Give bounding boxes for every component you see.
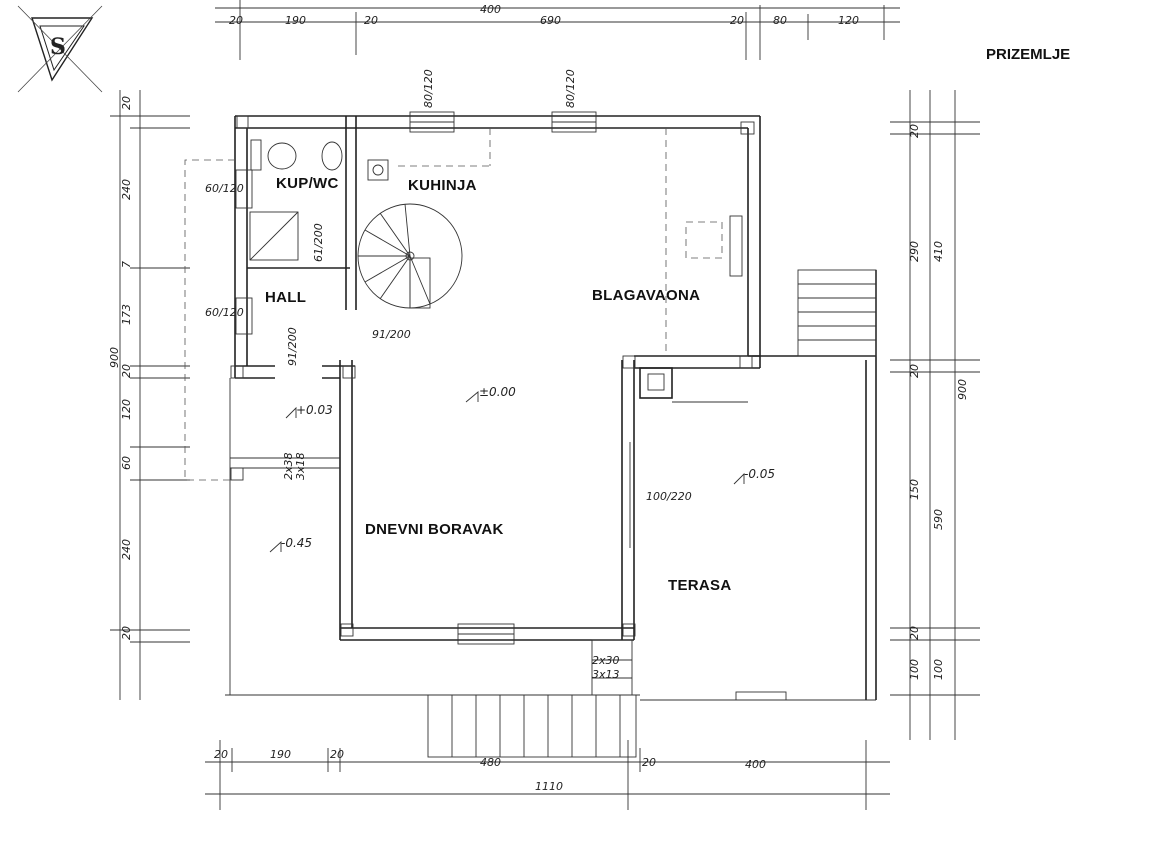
dim-right-6: 590 <box>932 509 945 530</box>
room-label-hall: HALL <box>265 289 306 306</box>
dim-bottom-2: 190 <box>270 748 291 761</box>
drawing-title: PRIZEMLJE <box>986 46 1070 63</box>
windows <box>235 111 787 701</box>
dim-right-2: 290 <box>908 241 921 262</box>
left-dimension-labels: 20 240 7 173 20 120 60 240 20 900 <box>108 96 133 640</box>
opening-annotations: 80/120 80/120 60/120 60/120 61/200 91/20… <box>205 69 692 681</box>
dim-top-4: 690 <box>540 14 561 27</box>
door-note-3: 91/200 <box>286 327 299 366</box>
dim-left-8: 240 <box>120 539 133 560</box>
dashed-outlines <box>184 128 667 481</box>
dim-top-2: 190 <box>285 14 306 27</box>
dim-left-3: 7 <box>120 261 133 268</box>
stair-note-4: 3x13 <box>592 668 620 681</box>
level-main: ±0.00 <box>479 385 516 399</box>
entrance-stairs <box>427 639 637 758</box>
window-note-1: 80/120 <box>422 69 435 108</box>
dimension-lines <box>110 0 980 810</box>
dim-left-7: 60 <box>120 456 133 470</box>
terrace-stairs <box>797 269 877 357</box>
dim-right-3: 410 <box>932 241 945 262</box>
room-label-kup-wc: KUP/WC <box>276 175 339 192</box>
level-marks: ±0.00 +0.03 -0.45 -0.05 <box>269 385 775 553</box>
dim-bottom-1: 20 <box>214 748 228 761</box>
window-note-4: 60/120 <box>205 306 244 319</box>
stair-note-2: 3x18 <box>294 452 307 480</box>
dim-left-1: 20 <box>120 96 133 110</box>
window-note-2: 80/120 <box>564 69 577 108</box>
bathroom-fixtures <box>249 139 743 277</box>
door-note-4: 100/220 <box>646 490 692 503</box>
dim-right-total: 900 <box>956 379 969 400</box>
dim-right-1: 20 <box>908 124 921 138</box>
dim-right-4: 20 <box>908 364 921 378</box>
door-note-2: 91/200 <box>372 328 411 341</box>
room-label-terasa: TERASA <box>668 577 731 594</box>
stair-note-1: 2x38 <box>282 452 295 480</box>
level-hall-step: +0.03 <box>296 403 333 417</box>
right-dimension-labels: 20 290 410 20 150 590 20 100 100 900 <box>908 124 969 680</box>
dim-top-3: 20 <box>364 14 378 27</box>
dim-right-5: 150 <box>908 479 921 500</box>
dim-bottom-5: 20 <box>642 756 656 769</box>
dim-top-7: 120 <box>838 14 859 27</box>
stair-note-3: 2x30 <box>592 654 620 667</box>
dim-bottom-6: 400 <box>745 758 766 771</box>
dim-bottom-3: 20 <box>330 748 344 761</box>
window-note-3: 60/120 <box>205 182 244 195</box>
dim-right-7: 20 <box>908 626 921 640</box>
dim-left-6: 120 <box>120 399 133 420</box>
dim-top-6: 80 <box>773 14 787 27</box>
architect-logo-stamp: S <box>17 5 103 93</box>
dim-right-8: 100 <box>908 659 921 680</box>
dim-right-9: 100 <box>932 659 945 680</box>
dim-left-5: 20 <box>120 364 133 378</box>
room-label-blagavaona: BLAGAVAONA <box>592 287 700 304</box>
dim-top-5: 20 <box>730 14 744 27</box>
bottom-dimension-labels: 20 190 20 480 20 400 1110 <box>214 748 766 793</box>
dim-left-2: 240 <box>120 179 133 200</box>
level-lower-entry: -0.45 <box>281 536 312 550</box>
dim-bottom-4: 480 <box>480 756 501 769</box>
level-terrace: -0.05 <box>744 467 775 481</box>
dim-top-total: 400 <box>480 3 501 16</box>
room-label-kuhinja: KUHINJA <box>408 177 477 194</box>
logo-letter: S <box>50 34 66 60</box>
room-label-dnevni-boravak: DNEVNI BORAVAK <box>365 521 504 538</box>
dim-bottom-total: 1110 <box>535 780 563 793</box>
dim-left-4: 173 <box>120 304 133 325</box>
dim-left-9: 20 <box>120 626 133 640</box>
spiral-staircase <box>357 203 463 309</box>
door-note-1: 61/200 <box>312 223 325 262</box>
dim-left-total: 900 <box>108 347 121 368</box>
dim-top-1: 20 <box>229 14 243 27</box>
room-labels: KUP/WC KUHINJA HALL BLAGAVAONA DNEVNI BO… <box>265 175 731 594</box>
top-dimension-labels: 400 20 190 20 690 20 80 120 <box>229 3 859 27</box>
